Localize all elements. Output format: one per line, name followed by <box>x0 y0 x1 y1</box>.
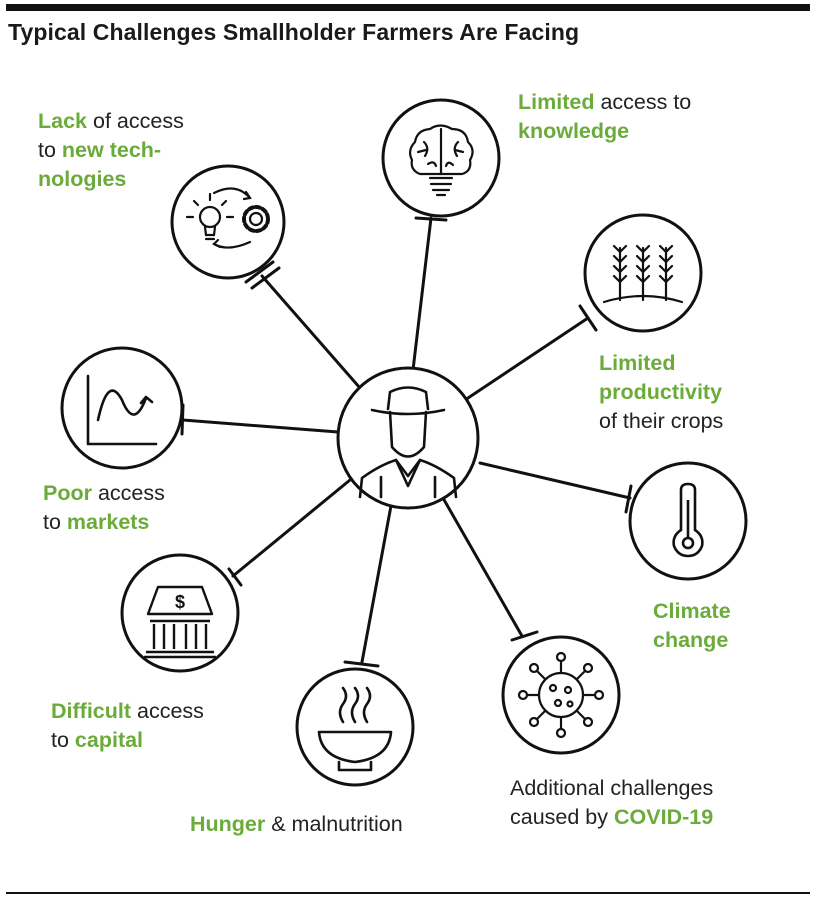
svg-text:$: $ <box>175 592 185 612</box>
spoke-productivity <box>466 316 590 400</box>
soup-bowl-icon <box>295 667 415 787</box>
virus-icon <box>501 635 621 755</box>
label-capital: Difficult access to capital <box>51 699 204 752</box>
label-hunger: Hunger & malnutrition <box>190 812 403 836</box>
market-wave-chart-icon <box>60 346 184 470</box>
label-climate: Climate change <box>653 599 731 652</box>
spoke-climate <box>478 461 632 500</box>
spoke-lack <box>260 274 362 390</box>
brain-bulb-icon <box>381 98 501 218</box>
thermometer-icon <box>628 461 748 581</box>
spoke-covid <box>441 496 524 638</box>
spoke-knowledge <box>411 216 433 372</box>
label-covid: Additional challenges caused by COVID-19 <box>510 776 714 829</box>
label-markets: Poor access to markets <box>43 481 165 534</box>
lightbulb-gear-icon <box>170 164 286 280</box>
spoke-capital <box>231 478 352 578</box>
label-productivity: Limited productivity of their crops <box>599 351 724 433</box>
spoke-markets <box>181 418 340 434</box>
label-lack: Lack of access to new tech- nologies <box>38 109 184 191</box>
bottom-rule <box>6 892 810 894</box>
label-knowledge: Limited access to knowledge <box>518 90 692 143</box>
spoke-hunger <box>360 493 395 664</box>
wheat-icon <box>583 213 703 333</box>
farmer-icon <box>336 366 480 510</box>
bank-icon: $ <box>120 553 240 673</box>
page-title: Typical Challenges Smallholder Farmers A… <box>8 19 580 45</box>
top-rule <box>6 4 810 11</box>
